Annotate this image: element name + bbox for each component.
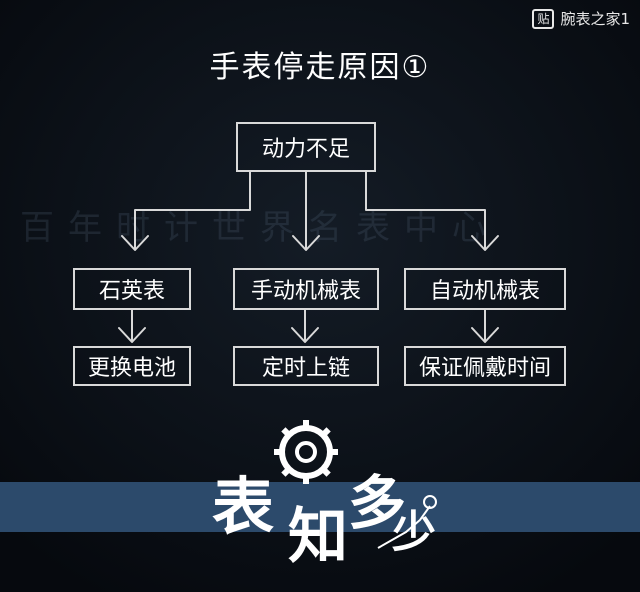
account-name: 腕表之家1 — [560, 10, 630, 28]
arrowhead-automatic — [471, 235, 499, 251]
page-title: 手表停走原因① — [209, 50, 431, 85]
node-manual-watch: 手动机械表 — [233, 268, 379, 310]
root-node: 动力不足 — [236, 122, 376, 172]
node-quartz-watch: 石英表 — [73, 268, 191, 310]
connector-root-to-quartz — [134, 171, 251, 249]
tieba-icon: 贴 — [532, 8, 555, 29]
node-automatic-watch: 自动机械表 — [404, 268, 566, 310]
arrowhead-quartz-solution — [118, 327, 146, 343]
top-bar: 贴 腕表之家1 — [532, 8, 630, 29]
arrowhead-automatic-solution — [471, 327, 499, 343]
brand-band — [0, 482, 640, 532]
watch-chain-icon — [377, 495, 437, 549]
brand-char-3: 多 — [348, 469, 407, 537]
arrowhead-manual — [292, 235, 320, 251]
brand-char-2: 知 — [288, 502, 348, 572]
arrowhead-manual-solution — [291, 327, 319, 343]
brand-char-1: 表 — [212, 470, 275, 543]
node-regular-winding: 定时上链 — [233, 346, 379, 386]
connector-root-to-automatic — [365, 171, 486, 249]
node-ensure-wearing-time: 保证佩戴时间 — [404, 346, 566, 386]
arrowhead-quartz — [121, 235, 149, 251]
node-replace-battery: 更换电池 — [73, 346, 191, 386]
brand-char-4: 少 — [392, 507, 436, 558]
watermark-logo: 百年时计世界名表中心 — [20, 208, 500, 248]
